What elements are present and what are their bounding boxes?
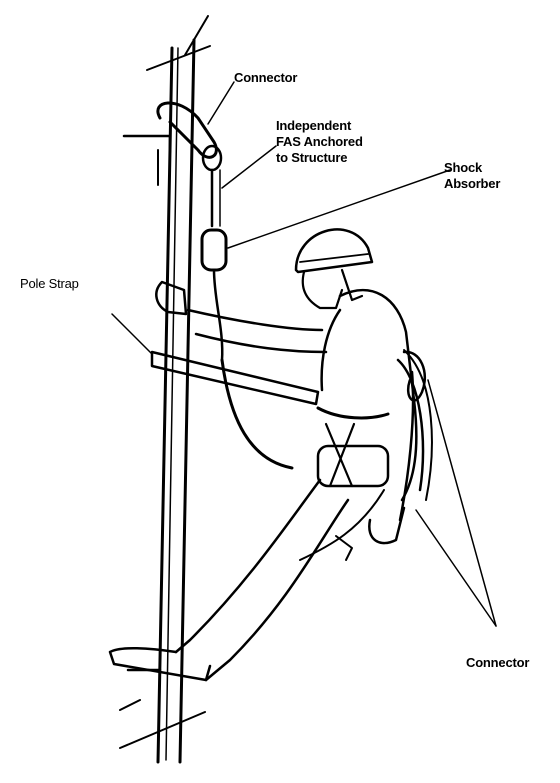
connector-bottom-label: Connector (466, 655, 530, 670)
shock-absorber-label-line-1: Shock (444, 160, 483, 175)
fas-label-line-2: FAS Anchored (276, 134, 363, 149)
rear-connector (398, 350, 427, 522)
fas-label-line-1: Independent (276, 118, 352, 133)
worker-figure (108, 228, 433, 682)
connector-top-label: Connector (234, 70, 298, 85)
fas-lanyard (200, 168, 294, 470)
shock-absorber-label-line-2: Absorber (444, 176, 501, 191)
leader-lines (111, 81, 497, 627)
pole-strap (150, 350, 320, 406)
fas-label-line-3: to Structure (276, 150, 348, 165)
utility-pole (119, 15, 211, 764)
pole-strap-label: Pole Strap (20, 276, 79, 291)
